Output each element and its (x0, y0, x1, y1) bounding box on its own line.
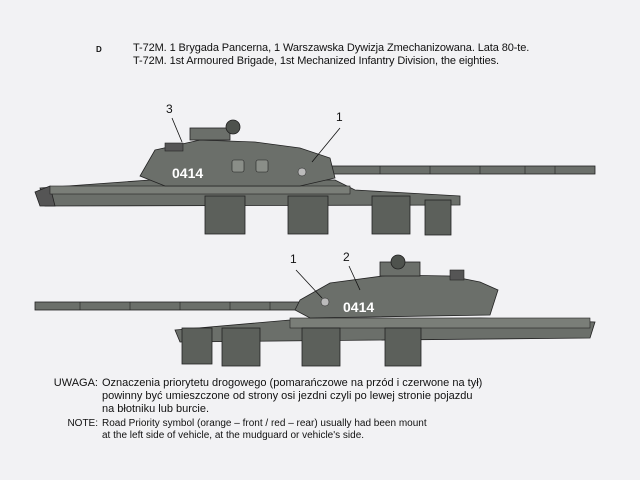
uwaga-line-3: na błotniku lub burcie. (102, 403, 210, 415)
skirt-plate (384, 327, 422, 367)
callout-1-bottom: 1 (290, 252, 297, 266)
commander-cupola (390, 254, 406, 270)
skirt-plate (181, 327, 213, 365)
title-english: T-72M. 1st Armoured Brigade, 1st Mechani… (133, 55, 499, 67)
uwaga-label: UWAGA: (53, 377, 98, 389)
gun-barrel (34, 301, 311, 311)
skirt-plate (221, 327, 261, 367)
turret (294, 274, 499, 319)
uwaga-line-1: Oznaczenia priorytetu drogowego (pomarań… (102, 377, 483, 389)
uwaga-line-2: powinny być umieszczone od strony osi je… (102, 390, 473, 402)
note-block: NOTE: Road Priority symbol (orange – fron… (40, 418, 427, 442)
skirt-plate (424, 199, 452, 236)
callout-2-bottom: 2 (343, 250, 350, 264)
uwaga-block: UWAGA: Oznaczenia priorytetu drogowego (p… (40, 377, 483, 416)
tank-number: 0414 (343, 299, 374, 315)
note-line-2: at the left side of vehicle, at the mudg… (102, 430, 365, 441)
tank-side-view-right: 0414 (34, 117, 596, 236)
commander-cupola (225, 119, 241, 135)
callout-1-top: 1 (336, 110, 343, 124)
skirt-plate (287, 195, 329, 235)
tank-side-view-left: 0414 (34, 254, 596, 367)
title-polish: T-72M. 1 Brygada Pancerna, 1 Warszawska … (133, 42, 530, 54)
callout-3-top: 3 (166, 102, 173, 116)
note-line-1: Road Priority symbol (orange – front / r… (102, 418, 427, 429)
note-label: NOTE: (67, 418, 98, 429)
reference-letter: D (96, 45, 102, 54)
skirt-plate (204, 195, 246, 235)
tank-number: 0414 (172, 165, 203, 181)
skirt-plate (371, 195, 411, 235)
skirt-plate (301, 327, 341, 367)
fender (49, 185, 351, 195)
fender (289, 317, 591, 329)
